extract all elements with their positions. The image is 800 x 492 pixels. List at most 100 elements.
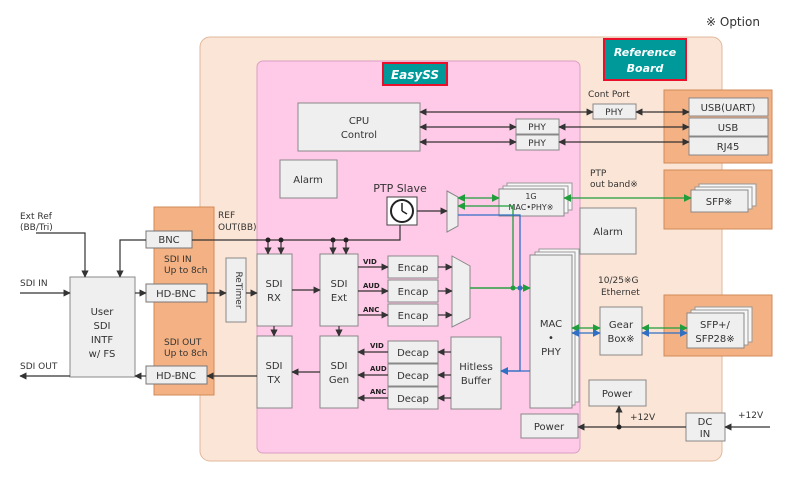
bnc-connector: BNC — [145, 230, 193, 249]
svg-text:BNC: BNC — [158, 235, 179, 246]
decap-vid-block: Decap — [387, 340, 439, 364]
voltage-label-board: +12V — [630, 413, 656, 423]
anc-label-gen: ANC — [370, 388, 386, 396]
svg-text:MAC•PHY※: MAC•PHY※ — [509, 203, 554, 212]
ext-ref-label: Ext Ref — [20, 212, 53, 222]
svg-text:MAC: MAC — [540, 319, 562, 330]
ptp-label: PTP — [590, 169, 607, 179]
control-ports-panel: USB(UART) USB RJ45 — [663, 89, 773, 164]
encap-anc-block: Encap — [387, 303, 439, 327]
clock-icon — [386, 196, 418, 226]
path-junction-dots — [510, 285, 523, 291]
svg-text:Encap: Encap — [398, 287, 429, 298]
junction-dots — [265, 237, 622, 430]
svg-text:Decap: Decap — [397, 394, 429, 405]
svg-text:RX: RX — [267, 293, 281, 304]
svg-text:SDI: SDI — [331, 361, 348, 372]
easyss-badge: EasySS — [382, 62, 448, 86]
connections-blue — [458, 214, 688, 375]
alarm-block-right: Alarm — [579, 207, 637, 255]
svg-text:PHY: PHY — [605, 108, 623, 118]
decap-aud-block: Decap — [387, 363, 439, 387]
sdi-ext-block: SDI Ext — [319, 253, 359, 327]
svg-text:User: User — [91, 307, 115, 318]
usb-port: USB — [718, 123, 739, 134]
reference-board-badge: Reference Board — [603, 38, 687, 81]
sdi-out-channels: Up to 8ch — [164, 349, 207, 359]
sdi-gen-block: SDI Gen — [319, 335, 359, 409]
alarm-block-left: Alarm — [279, 159, 338, 199]
svg-text:PHY: PHY — [528, 139, 546, 149]
phy-block-rj45: PHY — [515, 134, 560, 151]
svg-text:w/ FS: w/ FS — [89, 349, 116, 360]
connections-black — [19, 108, 770, 431]
svg-text:Power: Power — [534, 422, 565, 433]
svg-text:HD-BNC: HD-BNC — [156, 289, 196, 300]
svg-text:Reference: Reference — [614, 46, 677, 59]
svg-text:Alarm: Alarm — [293, 175, 322, 186]
svg-text:SFP28※: SFP28※ — [695, 334, 734, 345]
svg-text:Gear: Gear — [609, 320, 634, 331]
svg-text:•: • — [548, 333, 554, 344]
vid-label-gen: VID — [370, 342, 384, 350]
svg-text:TX: TX — [267, 375, 281, 386]
sdi-in-label: SDI IN — [20, 279, 48, 289]
rj45-port: RJ45 — [717, 142, 740, 153]
sfp-module: SFP※ — [706, 197, 733, 208]
option-note: ※ Option — [706, 15, 760, 29]
svg-text:Gen: Gen — [329, 375, 349, 386]
cont-port-label: Cont Port — [588, 90, 630, 100]
sdi-rx-block: SDI RX — [256, 253, 293, 327]
encap-aud-block: Encap — [387, 279, 439, 303]
svg-text:SDI: SDI — [266, 279, 283, 290]
svg-text:Buffer: Buffer — [461, 376, 492, 387]
ref-out-label: REF — [218, 211, 235, 221]
vid-label-ext: VID — [363, 258, 377, 266]
phy-block-usb: PHY — [515, 118, 560, 135]
svg-text:Alarm: Alarm — [593, 227, 622, 238]
svg-text:Box※: Box※ — [608, 334, 635, 345]
anc-label-ext: ANC — [363, 306, 379, 314]
mux-block — [451, 255, 471, 328]
ptp-outband-label: out band※ — [590, 180, 638, 190]
usb-uart-port: USB(UART) — [701, 103, 756, 114]
hitless-buffer-block: Hitless Buffer — [450, 336, 502, 410]
power-block-inner: Power — [520, 413, 579, 439]
svg-text:Power: Power — [602, 389, 633, 400]
mac-phy-1g-block: 1G MAC•PHY※ — [498, 182, 573, 217]
svg-text:ReTimer: ReTimer — [233, 271, 243, 308]
connections-green — [457, 194, 692, 332]
sdi-in-panel-label: SDI IN — [164, 255, 192, 265]
dc-in-block: DC IN — [685, 412, 726, 442]
ext-ref-sub-label: (BB/Tri) — [20, 223, 53, 233]
svg-text:CPU: CPU — [349, 116, 369, 127]
sdi-tx-block: SDI TX — [256, 335, 293, 409]
svg-text:INTF: INTF — [91, 335, 114, 346]
ethernet-speed-label: 10/25※G — [598, 276, 638, 286]
sfp-panel: SFP※ — [663, 169, 773, 230]
svg-text:Encap: Encap — [398, 311, 429, 322]
ethernet-label: Ethernet — [601, 288, 640, 298]
mac-phy-main-block: MAC • PHY — [529, 248, 580, 409]
sfp28-module: SFP+/ — [700, 320, 731, 331]
svg-text:DC: DC — [698, 417, 713, 428]
voltage-label-input: +12V — [738, 411, 764, 421]
svg-text:Board: Board — [627, 62, 664, 75]
svg-text:Hitless: Hitless — [459, 362, 493, 373]
svg-text:1G: 1G — [525, 192, 536, 201]
svg-text:PHY: PHY — [541, 347, 562, 358]
sdi-in-channels: Up to 8ch — [164, 266, 207, 276]
cpu-control-block: CPU Control — [297, 102, 421, 152]
svg-text:Ext: Ext — [331, 293, 347, 304]
sdi-out-label: SDI OUT — [20, 362, 58, 372]
aud-label-gen: AUD — [370, 365, 387, 373]
phy-block-cont-port: PHY — [592, 103, 637, 120]
aud-label-ext: AUD — [363, 282, 380, 290]
encap-vid-block: Encap — [387, 255, 439, 279]
svg-text:PHY: PHY — [528, 123, 546, 133]
sdi-out-panel-label: SDI OUT — [164, 338, 202, 348]
ref-out-sub-label: OUT(BB) — [218, 223, 257, 233]
sfp28-panel: SFP+/ SFP28※ — [663, 294, 773, 357]
svg-text:SDI: SDI — [266, 361, 283, 372]
